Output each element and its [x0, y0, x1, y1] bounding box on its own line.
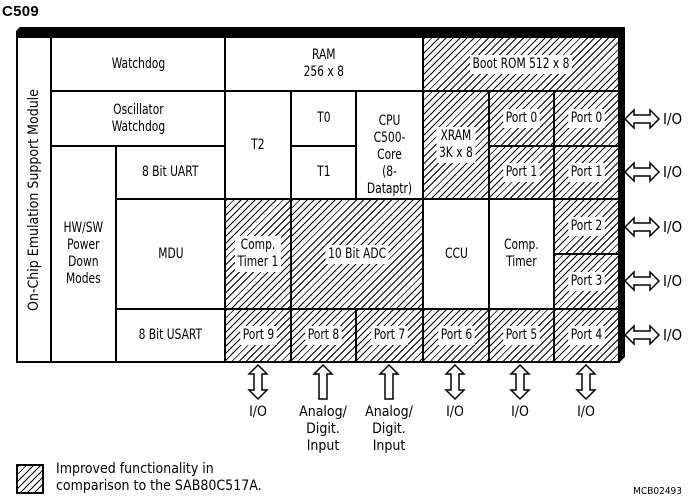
port0-block: Port 0: [488, 90, 555, 147]
adc-block: 10 Bit ADC: [290, 198, 424, 310]
port3-label: Port 3: [568, 272, 605, 291]
port4-io-label: I/O: [663, 326, 683, 344]
cpu-block: CPU C500-Core (8-Dataptr): [355, 90, 424, 200]
oscillator-watchdog-label: Oscillator Watchdog: [111, 101, 165, 135]
port9-block: Port 9: [224, 308, 292, 363]
usart-label: 8 Bit USART: [138, 327, 203, 343]
port0-cell: Port 0: [553, 90, 620, 147]
uart-block: 8 Bit UART: [115, 145, 226, 200]
bidirectional-arrow-icon: [575, 363, 597, 401]
ram-block: RAM 256 x 8: [224, 36, 424, 92]
chip-title: C509: [2, 3, 40, 20]
port1-label: Port 1: [503, 163, 540, 182]
bidirectional-arrow-icon: [444, 363, 466, 401]
port6-block: Port 6: [422, 308, 490, 363]
mdu-label: MDU: [157, 245, 184, 262]
t2-label: T2: [251, 136, 265, 153]
port0-io-label: I/O: [663, 110, 683, 128]
oscillator-watchdog-block: Oscillator Watchdog: [50, 90, 226, 147]
port4-block: Port 4: [553, 308, 620, 363]
port9-label: Port 9: [239, 326, 277, 345]
port1-block: Port 1: [488, 145, 555, 200]
bidirectional-arrow-icon: [509, 363, 531, 401]
legend-hatch-swatch: [16, 464, 44, 494]
port7-block: Port 7: [355, 308, 424, 363]
comp-timer-block: Comp. Timer: [488, 198, 555, 310]
port0-text: Port 0: [568, 109, 605, 128]
ram-label: RAM 256 x 8: [303, 47, 345, 80]
boot-rom-label: Boot ROM 512 x 8: [469, 54, 572, 74]
up-arrow-icon: [378, 363, 400, 400]
bidirectional-arrow-icon: [623, 108, 661, 130]
port6-io-label: I/O: [446, 404, 464, 420]
port3-io-label: I/O: [663, 272, 683, 290]
boot-rom-block: Boot ROM 512 x 8: [422, 36, 620, 92]
uart-label: 8 Bit UART: [142, 164, 199, 180]
bidirectional-arrow-icon: [623, 270, 661, 292]
port2-block: Port 2: [553, 198, 620, 255]
comp-timer-label: Comp. Timer: [504, 237, 539, 270]
t1-block: T1: [290, 145, 357, 200]
port1-text: Port 1: [568, 163, 605, 182]
t2-block: T2: [224, 90, 292, 200]
port8-label: Port 8: [305, 326, 342, 345]
t1-label: T1: [316, 164, 331, 180]
emulation-module-label: On-Chip Emulation Support Module: [26, 88, 42, 311]
xram-block: XRAM 3K x 8: [422, 90, 490, 200]
port0-label: Port 0: [503, 109, 540, 128]
adc-label: 10 Bit ADC: [325, 244, 389, 264]
figure-code: MCB02493: [633, 486, 682, 497]
comp-timer1-label: Comp. Timer 1: [235, 236, 281, 272]
port8-input-label: Analog/ Digit. Input: [299, 404, 347, 454]
port3-block: Port 3: [553, 253, 620, 310]
t0-block: T0: [290, 90, 357, 147]
comp-timer1-block: Comp. Timer 1: [224, 198, 292, 310]
bidirectional-arrow-icon: [623, 161, 661, 183]
bidirectional-arrow-icon: [247, 363, 269, 401]
ccu-label: CCU: [444, 245, 468, 262]
port5-block: Port 5: [488, 308, 555, 363]
port1-cell: Port 1: [553, 145, 620, 200]
watchdog-label: Watchdog: [111, 55, 165, 72]
xram-label: XRAM 3K x 8: [436, 127, 476, 163]
bidirectional-arrow-icon: [623, 216, 661, 238]
power-down-modes-block: HW/SW Power Down Modes: [50, 145, 117, 363]
port7-input-label: Analog/ Digit. Input: [365, 404, 413, 454]
ccu-block: CCU: [422, 198, 490, 310]
port4-label: Port 4: [568, 326, 605, 345]
cpu-label: CPU C500-Core (8-Dataptr): [366, 113, 413, 197]
port8-block: Port 8: [290, 308, 357, 363]
port4-bottom-io-label: I/O: [577, 404, 595, 420]
bidirectional-arrow-icon: [623, 324, 661, 346]
port7-label: Port 7: [371, 326, 408, 345]
port5-io-label: I/O: [511, 404, 529, 420]
port9-io-label: I/O: [249, 404, 267, 420]
up-arrow-icon: [312, 363, 334, 400]
frame-right-border: [618, 27, 625, 363]
watchdog-block: Watchdog: [50, 36, 226, 92]
legend-text: Improved functionality in comparison to …: [56, 461, 262, 494]
port1-io-label: I/O: [663, 163, 683, 181]
power-down-modes-label: HW/SW Power Down Modes: [63, 220, 104, 287]
t0-label: T0: [316, 110, 331, 126]
frame-top-border: [16, 27, 625, 36]
mdu-block: MDU: [115, 198, 226, 310]
usart-block: 8 Bit USART: [115, 308, 226, 363]
port6-label: Port 6: [437, 326, 475, 345]
port2-label: Port 2: [568, 217, 605, 236]
port5-label: Port 5: [503, 326, 540, 345]
port2-io-label: I/O: [663, 218, 683, 236]
emulation-module-block: On-Chip Emulation Support Module: [16, 36, 52, 363]
